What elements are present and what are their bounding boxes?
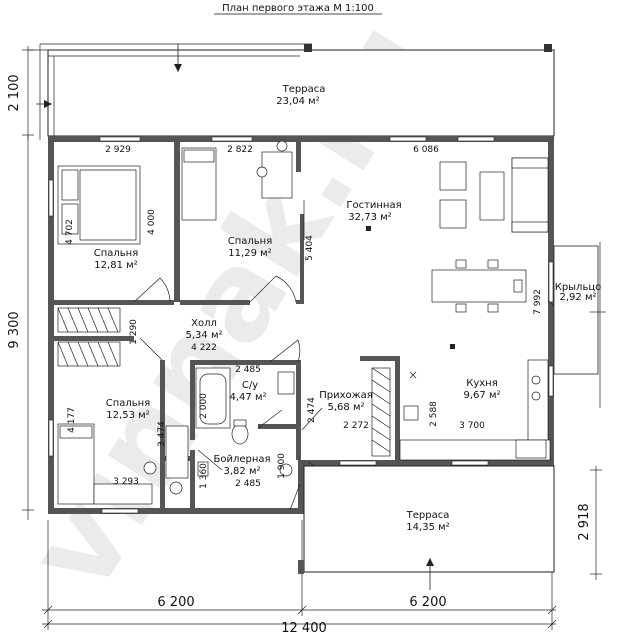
dim-bottom-left: 6 200	[157, 595, 194, 610]
dim-left-total: 9 300	[7, 311, 22, 348]
dim-2474: 2 474	[307, 397, 317, 423]
dim-2272: 2 272	[343, 421, 369, 431]
dim-5404: 5 404	[305, 235, 315, 261]
room-area-terrace-bottom: 14,35 м²	[406, 522, 449, 533]
room-area-bedroom-1: 12,81 м²	[94, 260, 137, 271]
bathroom-fixtures	[195, 367, 295, 445]
bedroom3-furniture	[57, 423, 189, 505]
dim-4000: 4 000	[147, 209, 157, 235]
dim-2485b: 2 485	[235, 479, 261, 489]
dimension-labels: 2 100 9 300 2 918 6 200 6 200 12 400 2 9…	[7, 74, 592, 636]
terrace-top	[36, 44, 555, 137]
room-name-bedroom-1: Спальня	[94, 248, 139, 259]
dim-4177: 4 177	[67, 407, 77, 433]
room-name-entrance: Прихожая	[319, 390, 373, 401]
room-area-bedroom-2: 11,29 м²	[228, 248, 271, 259]
dim-bottom-right: 6 200	[409, 595, 446, 610]
dim-2822: 2 822	[227, 145, 253, 155]
bed-double	[57, 165, 141, 245]
room-area-terrace-top: 23,04 м²	[276, 96, 319, 107]
porch	[553, 242, 606, 408]
dim-2000: 2 000	[199, 393, 209, 419]
dim-2485a: 2 485	[235, 365, 261, 375]
room-name-bedroom-3: Спальня	[106, 398, 151, 409]
dim-3474: 3 474	[157, 421, 167, 447]
room-name-boiler: Бойлерная	[213, 454, 270, 465]
room-labels: Терраса 23,04 м² Спальня 12,81 м² Спальн…	[94, 84, 602, 533]
interior-walls	[54, 142, 400, 508]
room-area-kitchen: 9,67 м²	[463, 390, 500, 401]
room-name-living: Гостинная	[346, 200, 401, 211]
dim-7992: 7 992	[533, 289, 543, 315]
windows	[48, 136, 554, 514]
dim-1290: 1 290	[129, 319, 139, 345]
terrace-bottom	[298, 465, 555, 590]
room-area-bathroom: 4,47 м²	[229, 392, 266, 403]
kitchen-furniture	[399, 359, 551, 461]
dim-2588: 2 588	[429, 401, 439, 427]
room-name-bathroom: С/у	[242, 380, 258, 391]
room-name-terrace-top: Терраса	[282, 84, 326, 95]
room-area-living: 32,73 м²	[348, 212, 391, 223]
room-name-kitchen: Кухня	[466, 378, 498, 389]
dim-2929: 2 929	[105, 145, 131, 155]
room-area-porch: 2,92 м²	[559, 292, 596, 303]
dim-right-bottom: 2 918	[577, 503, 592, 540]
dim-top-left: 2 100	[7, 74, 22, 111]
room-name-bedroom-2: Спальня	[228, 236, 273, 247]
dim-1900: 1 900	[277, 453, 287, 479]
boiler-fixtures	[197, 461, 293, 477]
room-name-terrace-bottom: Терраса	[406, 510, 450, 521]
room-area-bedroom-3: 12,53 м²	[106, 410, 149, 421]
dim-1360: 1 360	[199, 463, 209, 489]
dim-bottom-total: 12 400	[281, 621, 327, 636]
room-area-entrance: 5,68 м²	[327, 402, 364, 413]
dim-3700: 3 700	[459, 421, 485, 431]
dim-4222: 4 222	[191, 343, 217, 353]
bed-single	[181, 140, 293, 221]
dim-4702: 4 702	[65, 219, 75, 245]
room-area-boiler: 3,82 м²	[223, 466, 260, 477]
room-area-hall: 5,34 м²	[185, 330, 222, 341]
room-name-porch: Крыльцо	[555, 282, 602, 293]
room-name-hall: Холл	[191, 318, 217, 329]
dim-3293: 3 293	[113, 477, 139, 487]
living-furniture	[303, 157, 549, 313]
dim-6086: 6 086	[413, 145, 439, 155]
plan-title: План первого этажа М 1:100	[222, 3, 374, 14]
wardrobes	[57, 307, 391, 457]
